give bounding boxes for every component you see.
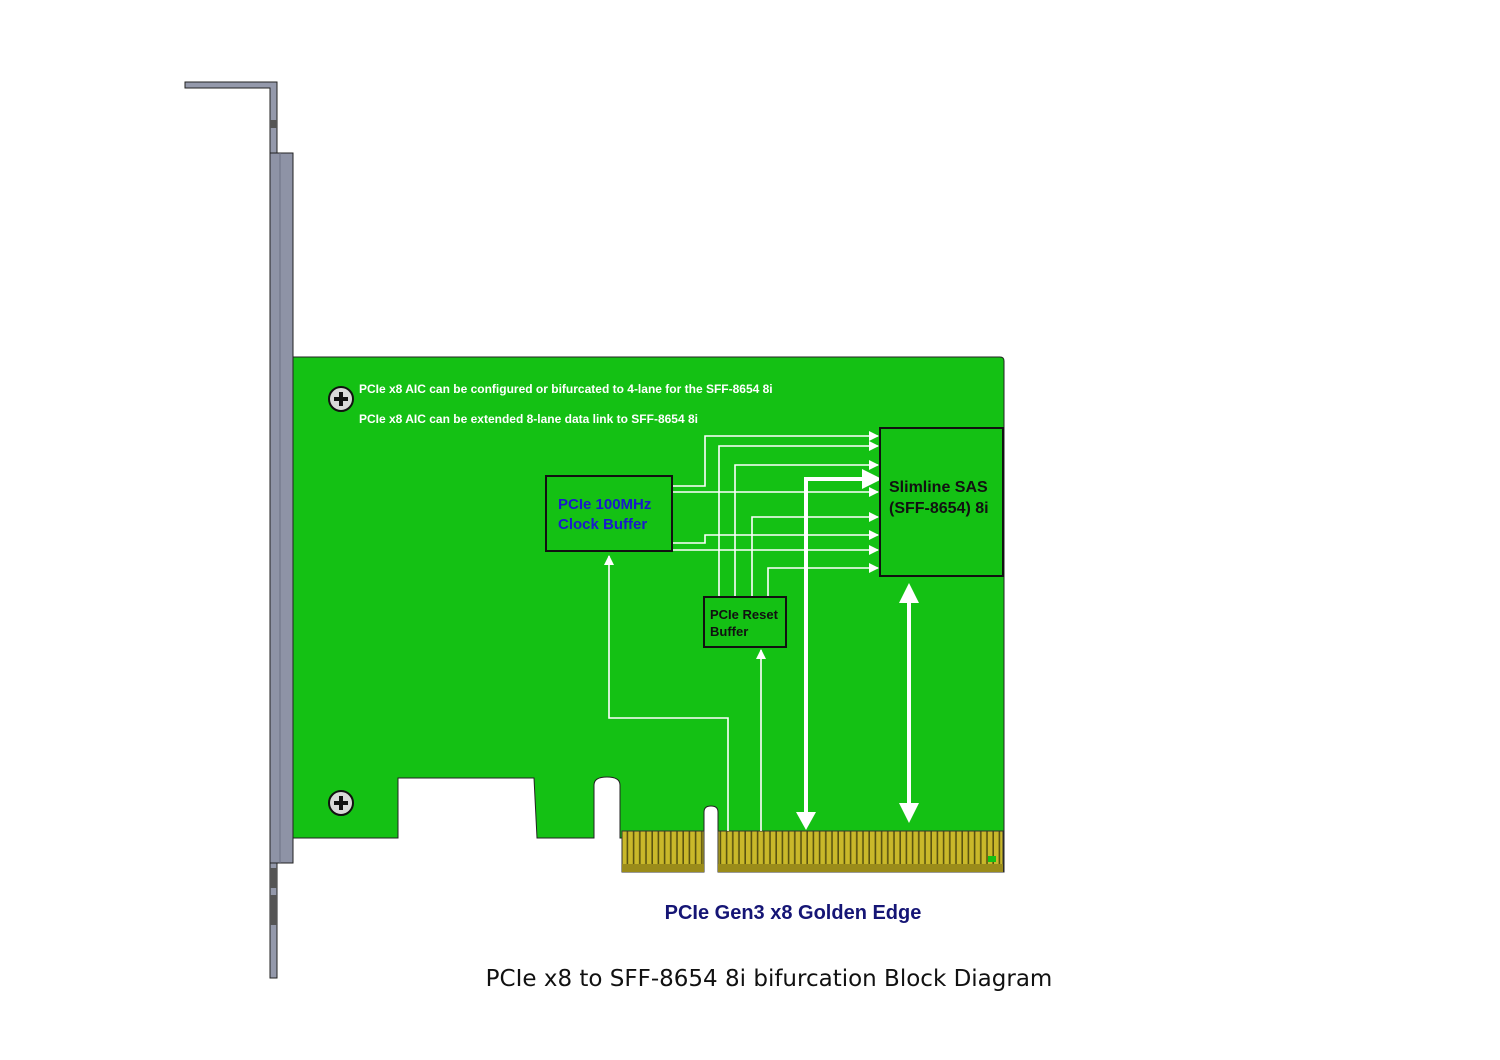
data-link-arrowhead: [796, 812, 816, 830]
reset-buffer-label-2: Buffer: [710, 624, 748, 639]
slimline-sas-block: Slimline SAS (SFF-8654) 8i: [879, 427, 1004, 577]
golden-edge-connector: [621, 830, 1004, 873]
note-extension: PCIe x8 AIC can be extended 8-lane data …: [359, 412, 698, 426]
slimline-label-2: (SFF-8654) 8i: [889, 500, 989, 517]
clock-buffer-label-1: PCIe 100MHz: [558, 496, 651, 513]
note-bifurcation: PCIe x8 AIC can be configured or bifurca…: [359, 382, 773, 396]
slimline-label-1: Slimline SAS: [889, 479, 988, 496]
data-links: [804, 469, 919, 823]
golden-edge-label: PCIe Gen3 x8 Golden Edge: [665, 902, 922, 924]
phillips-screw-icon: [328, 386, 354, 412]
signal-lines: [604, 431, 879, 831]
clock-buffer-block: PCIe 100MHz Clock Buffer: [545, 475, 673, 552]
phillips-screw-icon: [328, 790, 354, 816]
reset-buffer-block: PCIe Reset Buffer: [703, 596, 787, 648]
reset-buffer-label-1: PCIe Reset: [710, 607, 779, 622]
pcb-board: [292, 356, 1005, 873]
clock-buffer-label-2: Clock Buffer: [558, 516, 647, 533]
diagram-caption: PCIe x8 to SFF-8654 8i bifurcation Block…: [486, 966, 1053, 992]
mounting-bracket: [184, 81, 294, 979]
